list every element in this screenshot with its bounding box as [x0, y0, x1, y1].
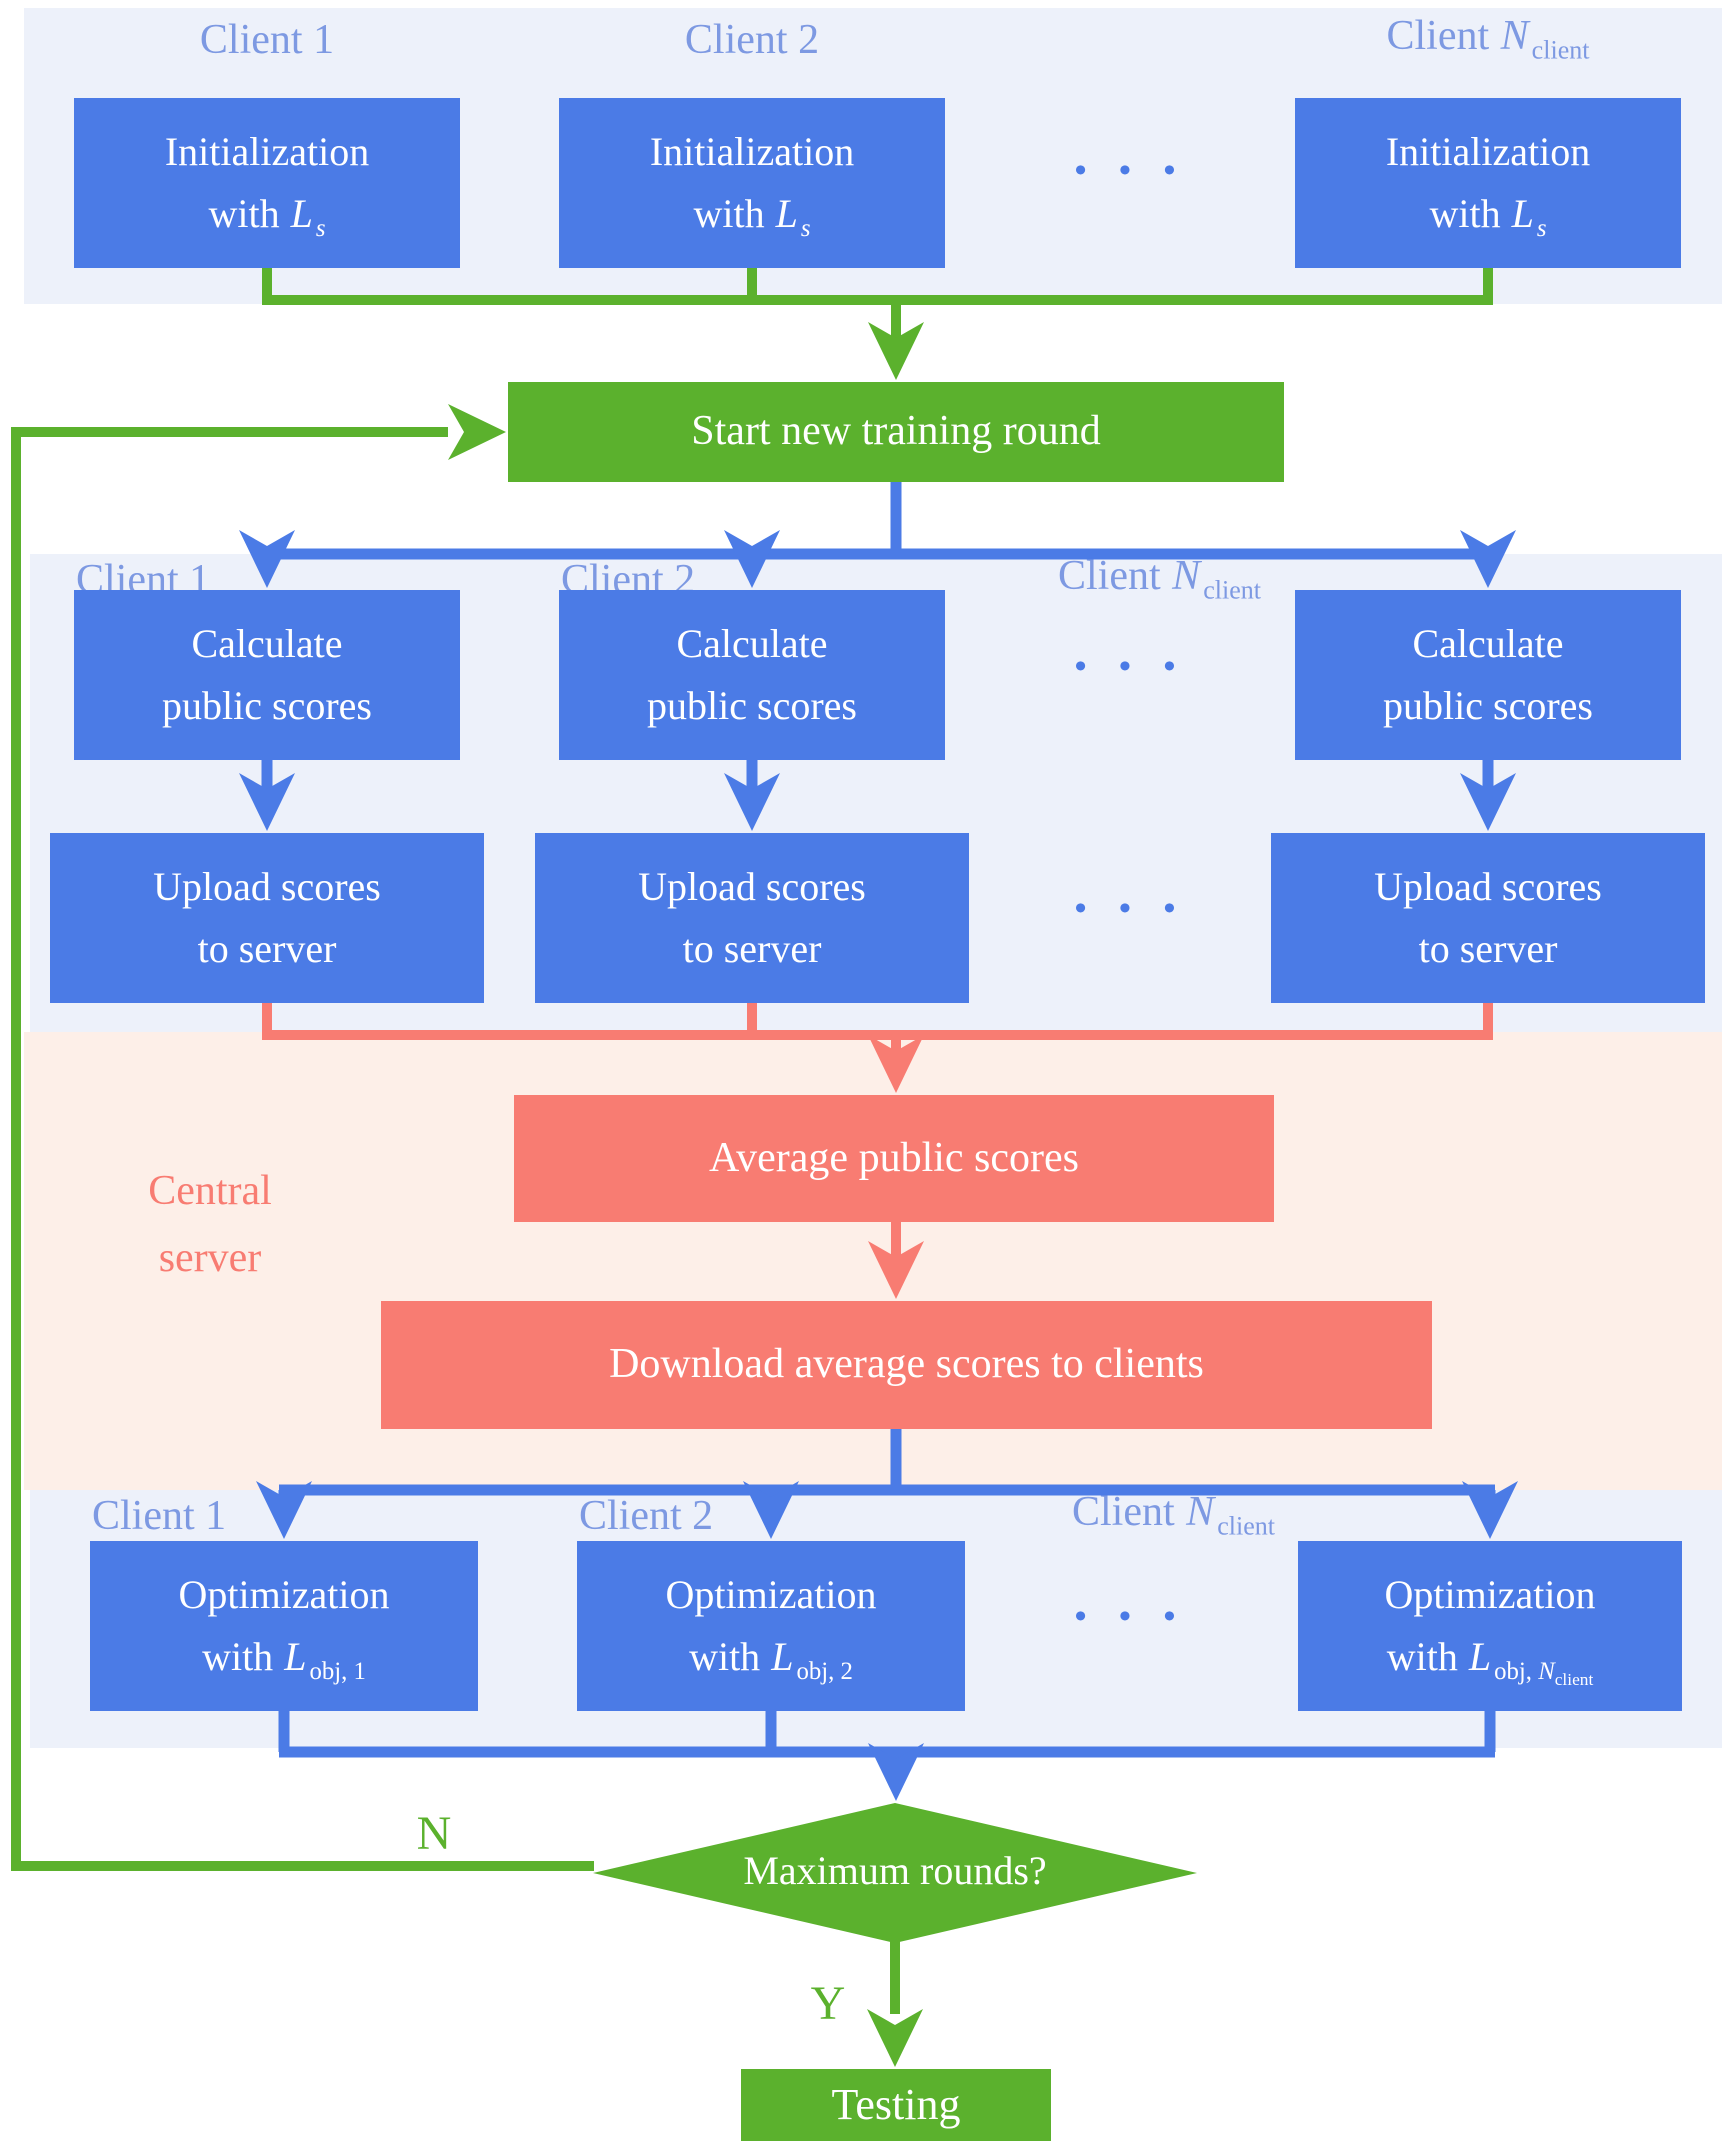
upload-line2: to server — [682, 926, 822, 971]
ellipsis-upload-row: • • • — [1074, 890, 1188, 927]
calculate-line2: public scores — [1383, 683, 1593, 728]
green-decision-to-testing-arrow — [867, 1940, 923, 2067]
init-with: with — [1429, 191, 1511, 236]
start-training-round-text: Start new training round — [691, 408, 1101, 455]
average-scores-box: Average public scores — [514, 1095, 1274, 1222]
top-client-1-label: Client 1 — [199, 17, 335, 63]
loss-subscript-subscript: client — [1554, 1669, 1594, 1689]
client-n-prefix: Client — [1058, 553, 1172, 599]
calculate-scores-box-client-n: Calculate public scores — [1295, 590, 1681, 760]
opt-with: with — [1386, 1634, 1468, 1679]
upload-line1: Upload scores — [1374, 864, 1602, 909]
loss-symbol: L — [284, 1634, 307, 1679]
ellipsis-init-row: • • • — [1074, 152, 1188, 189]
client-n-symbol: N — [1172, 553, 1201, 599]
upload-line2: to server — [197, 926, 337, 971]
central-server-line1: Central — [148, 1168, 272, 1214]
start-training-round-box: Start new training round — [508, 382, 1284, 482]
branch-no-label: N — [416, 1807, 452, 1860]
download-scores-box: Download average scores to clients — [381, 1301, 1432, 1429]
upload-scores-box-client-n: Upload scores to server — [1271, 833, 1705, 1003]
testing-box: Testing — [741, 2069, 1051, 2141]
init-with: with — [693, 191, 775, 236]
average-scores-text: Average public scores — [708, 1134, 1080, 1181]
optimization-line1: Optimization — [1384, 1572, 1596, 1617]
calculate-line1: Calculate — [1412, 621, 1564, 666]
branch-yes-label: Y — [810, 1977, 846, 2030]
loss-symbol: L — [775, 191, 798, 236]
loss-symbol: L — [771, 1634, 794, 1679]
ellipsis-calculate-row: • • • — [1074, 648, 1188, 685]
top-client-2-label: Client 2 — [684, 17, 820, 63]
upload-scores-box-client-1: Upload scores to server — [50, 833, 484, 1003]
client-n-symbol: N — [1186, 1489, 1215, 1535]
calculate-scores-box-client-2: Calculate public scores — [559, 590, 945, 760]
optimization-line1: Optimization — [178, 1572, 390, 1617]
loss-subscript-symbol: N — [1538, 1658, 1555, 1685]
loss-symbol: L — [1468, 1634, 1492, 1679]
testing-text: Testing — [831, 2079, 961, 2129]
ellipsis-optimization-row: • • • — [1074, 1598, 1188, 1635]
loss-symbol: L — [290, 191, 313, 236]
calculate-line2: public scores — [647, 683, 857, 728]
loss-subscript-prefix: obj, — [1494, 1658, 1539, 1685]
calculate-line1: Calculate — [676, 621, 828, 666]
calculate-scores-box-client-1: Calculate public scores — [74, 590, 460, 760]
opt-with: with — [689, 1634, 771, 1679]
central-server-label: Central server — [100, 1158, 320, 1292]
loss-subscript: s — [800, 215, 811, 242]
upload-line1: Upload scores — [153, 864, 381, 909]
upload-line2: to server — [1418, 926, 1558, 971]
loss-subscript: s — [315, 215, 326, 242]
client-n-subscript: client — [1531, 35, 1590, 65]
init-with: with — [208, 191, 290, 236]
client-n-prefix: Client — [1072, 1489, 1186, 1535]
init-line1: Initialization — [164, 129, 370, 174]
optimization-line1: Optimization — [665, 1572, 877, 1617]
decision-diamond-label: Maximum rounds? — [743, 1848, 1047, 1893]
client-n-symbol: N — [1500, 13, 1529, 59]
central-server-line2: server — [158, 1235, 262, 1282]
opt-with: with — [202, 1634, 284, 1679]
loss-subscript: obj, 2 — [796, 1658, 853, 1685]
client-n-subscript: client — [1203, 575, 1262, 605]
opt-client-2-label: Client 2 — [579, 1493, 714, 1539]
loss-subscript: obj, 1 — [309, 1658, 366, 1685]
opt-client-1-label: Client 1 — [92, 1493, 227, 1539]
upload-line1: Upload scores — [638, 864, 866, 909]
client-n-subscript: client — [1217, 1511, 1276, 1541]
loss-subscript: s — [1536, 215, 1547, 242]
calculate-line1: Calculate — [191, 621, 343, 666]
upload-scores-box-client-2: Upload scores to server — [535, 833, 969, 1003]
calculate-line2: public scores — [162, 683, 372, 728]
init-line1: Initialization — [649, 129, 855, 174]
init-line1: Initialization — [1385, 129, 1591, 174]
loss-symbol: L — [1511, 191, 1534, 236]
client-n-prefix: Client — [1386, 13, 1500, 59]
download-scores-text: Download average scores to clients — [609, 1341, 1204, 1388]
